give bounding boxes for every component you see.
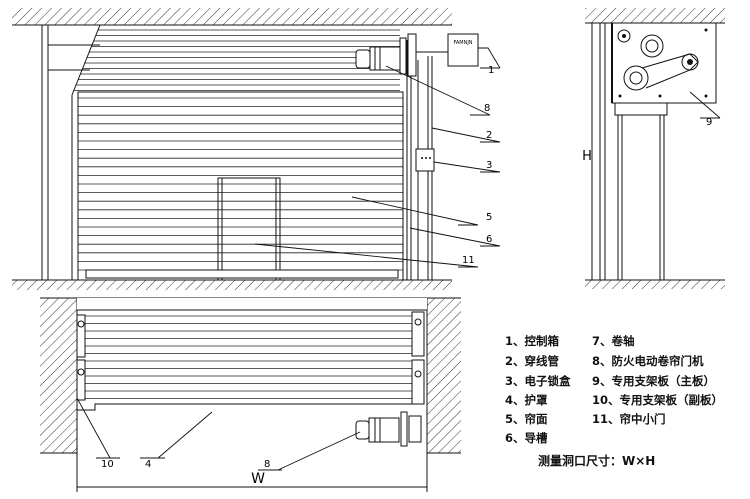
plan-cover bbox=[77, 403, 412, 411]
side-ceiling-hatch bbox=[585, 8, 725, 23]
legend-item-8: 8、防火电动卷帘门机 bbox=[592, 354, 704, 368]
legend-item-7: 7、卷轴 bbox=[592, 334, 635, 348]
plan-motor bbox=[355, 411, 422, 447]
callout-10: 10 bbox=[101, 459, 114, 470]
plan-right-bracket bbox=[411, 311, 425, 405]
callout-6: 6 bbox=[486, 234, 492, 245]
callout-2: 2 bbox=[486, 130, 492, 141]
roll-hood bbox=[73, 29, 400, 91]
motor-unit bbox=[355, 33, 448, 77]
measurement-note: 测量洞口尺寸：W×H bbox=[538, 454, 656, 468]
control-box-label: FAMNJN bbox=[453, 40, 472, 46]
callout-8-plan: 8 bbox=[264, 459, 270, 470]
legend-item-3: 3、电子锁盒 bbox=[505, 374, 571, 388]
front-callouts bbox=[254, 47, 501, 268]
wicket-door bbox=[217, 177, 281, 281]
height-dimension-label: H bbox=[582, 149, 592, 164]
curtain-slats bbox=[78, 97, 403, 271]
lock-box bbox=[415, 148, 435, 172]
callout-3: 3 bbox=[486, 160, 492, 171]
callout-1: 1 bbox=[488, 65, 494, 76]
side-floor-hatch bbox=[585, 280, 725, 289]
legend-item-9: 9、专用支架板（主板） bbox=[592, 374, 716, 388]
plan-rolls bbox=[85, 315, 412, 399]
callout-4: 4 bbox=[145, 459, 151, 470]
callout-9: 9 bbox=[706, 117, 712, 128]
callout-5: 5 bbox=[486, 212, 492, 223]
callout-11: 11 bbox=[462, 255, 475, 266]
legend-item-10: 10、专用支架板（副板） bbox=[592, 393, 724, 407]
front-elevation: FAMNJN bbox=[12, 8, 479, 290]
bottom-bar bbox=[85, 269, 399, 279]
side-section: H 9 bbox=[582, 8, 725, 289]
plan-wall-left-hatch bbox=[40, 298, 77, 453]
callout-8: 8 bbox=[484, 103, 490, 114]
floor-hatch bbox=[12, 280, 452, 290]
plan-left-bracket bbox=[76, 314, 86, 401]
legend-item-2: 2、穿线管 bbox=[505, 354, 560, 368]
legend-item-1: 1、控制箱 bbox=[505, 334, 560, 348]
curtain-frame bbox=[77, 91, 404, 281]
legend-item-11: 11、帘中小门 bbox=[592, 412, 666, 426]
plan-wall-right-hatch bbox=[427, 298, 461, 453]
legend-item-6: 6、导槽 bbox=[505, 431, 548, 445]
width-dimension-label: W bbox=[251, 471, 265, 487]
legend-item-4: 4、护罩 bbox=[505, 393, 548, 407]
plan-view: W bbox=[40, 297, 461, 492]
side-guide-rails bbox=[614, 102, 668, 280]
legend-item-5: 5、帘面 bbox=[505, 412, 548, 426]
control-box bbox=[447, 33, 479, 67]
ceiling-hatch bbox=[12, 8, 452, 25]
